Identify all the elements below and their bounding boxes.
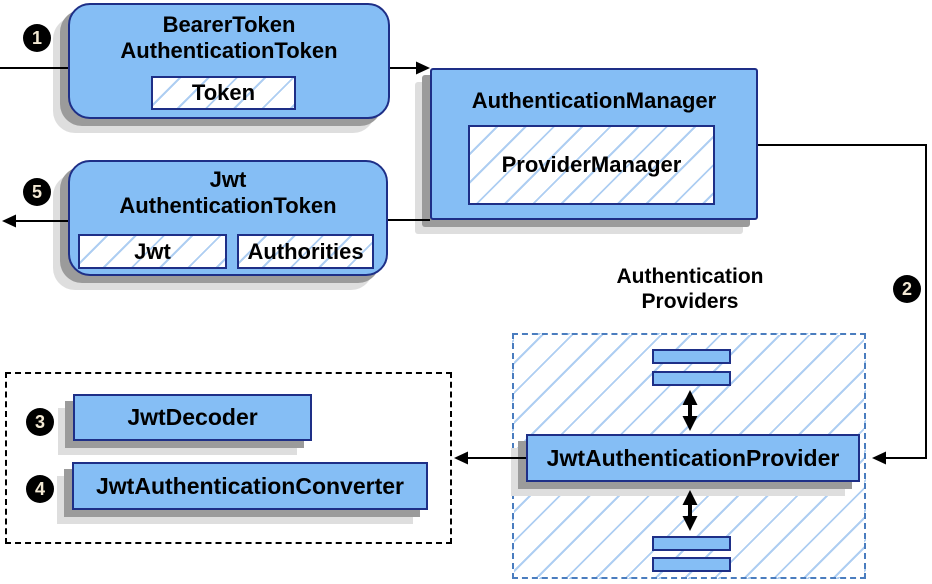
- bearer-token-title-line1: BearerToken: [162, 12, 296, 37]
- authentication-manager-node: AuthenticationManager ProviderManager: [430, 68, 758, 220]
- jwt-token-title-line2: AuthenticationToken: [119, 193, 337, 218]
- authorities-chip: Authorities: [237, 234, 374, 269]
- jwt-chip: Jwt: [78, 234, 227, 269]
- authentication-manager-title: AuthenticationManager: [471, 88, 717, 113]
- outgoing-result-arrowhead: [2, 214, 16, 228]
- authentication-providers-label-line2: Providers: [641, 290, 739, 313]
- step-2-badge: 2: [893, 275, 921, 303]
- step-3-badge: 3: [26, 408, 54, 436]
- manager-to-provider-arrowhead: [872, 451, 886, 465]
- authentication-providers-label: Authentication Providers: [558, 264, 822, 314]
- step-1-badge: 1: [23, 24, 51, 52]
- step-5-badge: 5: [23, 178, 51, 206]
- bearer-token-authentication-token-title: BearerToken AuthenticationToken: [70, 12, 388, 64]
- jwt-authentication-provider-node: JwtAuthenticationProvider: [526, 434, 860, 482]
- bearer-token-authentication-token-node: BearerToken AuthenticationToken Token: [68, 3, 390, 119]
- jwt-support-group-box: [5, 372, 452, 544]
- provider-slot-bar: [652, 536, 731, 551]
- jwt-authentication-token-node: Jwt AuthenticationToken Jwt Authorities: [68, 160, 388, 276]
- jwt-authentication-converter-node: JwtAuthenticationConverter: [72, 462, 428, 510]
- provider-slot-bar: [652, 349, 731, 364]
- provider-slot-bar: [652, 371, 731, 386]
- bearer-token-title-line2: AuthenticationToken: [120, 38, 338, 63]
- jwt-authentication-token-title: Jwt AuthenticationToken: [70, 167, 386, 219]
- token-chip: Token: [151, 76, 296, 110]
- provider-manager-chip: ProviderManager: [468, 125, 715, 205]
- jwt-decoder-node: JwtDecoder: [73, 394, 312, 441]
- step-4-badge: 4: [26, 475, 54, 503]
- provider-slot-bar: [652, 557, 731, 572]
- bearer-to-manager-arrowhead: [416, 61, 430, 75]
- provider-to-group-arrowhead: [454, 451, 468, 465]
- authentication-providers-label-line1: Authentication: [616, 265, 764, 288]
- jwt-token-title-line1: Jwt: [209, 167, 247, 192]
